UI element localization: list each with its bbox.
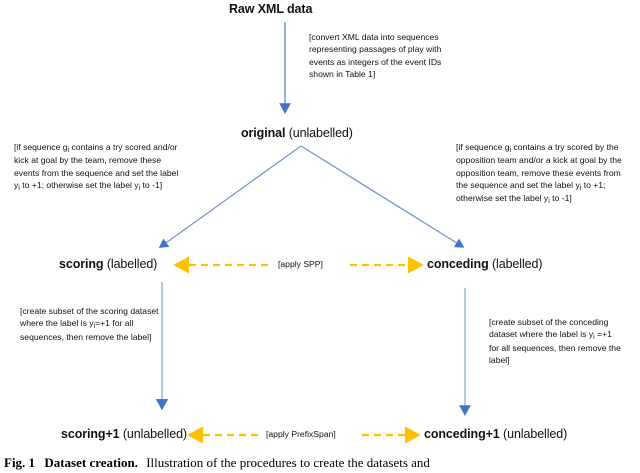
node-conceding-plus1-plain: (unlabelled) xyxy=(499,427,568,441)
annotation-conceding-subset: [create subset of the conceding dataset … xyxy=(489,317,621,366)
annotation-convert-xml: [convert XML data into sequences represe… xyxy=(309,32,442,80)
figure-caption: Fig. 1 Dataset creation. Illustration of… xyxy=(4,455,636,471)
node-original-bold: original xyxy=(241,126,286,140)
arrow-original-to-conceding xyxy=(300,145,465,248)
node-original[interactable]: original (unlabelled) xyxy=(241,126,353,140)
figure-caption-text: Illustration of the procedures to create… xyxy=(146,455,430,470)
node-conceding[interactable]: conceding (labelled) xyxy=(427,257,543,271)
node-scoring-plain: (labelled) xyxy=(103,257,158,271)
figure-caption-title: Dataset creation. xyxy=(44,455,138,470)
annotation-scoring-rule: [if sequence gi contains a try scored an… xyxy=(14,142,179,193)
node-conceding-plain: (labelled) xyxy=(488,257,543,271)
arrow-original-to-scoring xyxy=(158,145,302,249)
annotation-conceding-rule: [if sequence gi contains a try scored by… xyxy=(456,142,622,206)
node-conceding-plus1[interactable]: conceding+1 (unlabelled) xyxy=(424,427,567,441)
edge-label-spp: [apply SPP] xyxy=(278,259,323,269)
node-conceding-bold: conceding xyxy=(427,257,489,271)
node-scoring-plus1[interactable]: scoring+1 (unlabelled) xyxy=(61,427,187,441)
node-conceding-plus1-bold: conceding+1 xyxy=(424,427,500,441)
edge-label-prefixspan: [apply PrefixSpan] xyxy=(266,429,336,439)
figure-caption-label: Fig. 1 xyxy=(4,455,36,470)
node-raw-xml-data[interactable]: Raw XML data xyxy=(229,2,312,16)
node-scoring[interactable]: scoring (labelled) xyxy=(59,257,157,271)
node-raw-xml-data-bold: Raw XML data xyxy=(229,2,313,16)
node-original-plain: (unlabelled) xyxy=(285,126,353,140)
node-scoring-bold: scoring xyxy=(59,257,104,271)
node-scoring-plus1-plain: (unlabelled) xyxy=(119,427,187,441)
node-scoring-plus1-bold: scoring+1 xyxy=(61,427,120,441)
annotation-scoring-subset: [create subset of the scoring dataset wh… xyxy=(20,306,159,342)
